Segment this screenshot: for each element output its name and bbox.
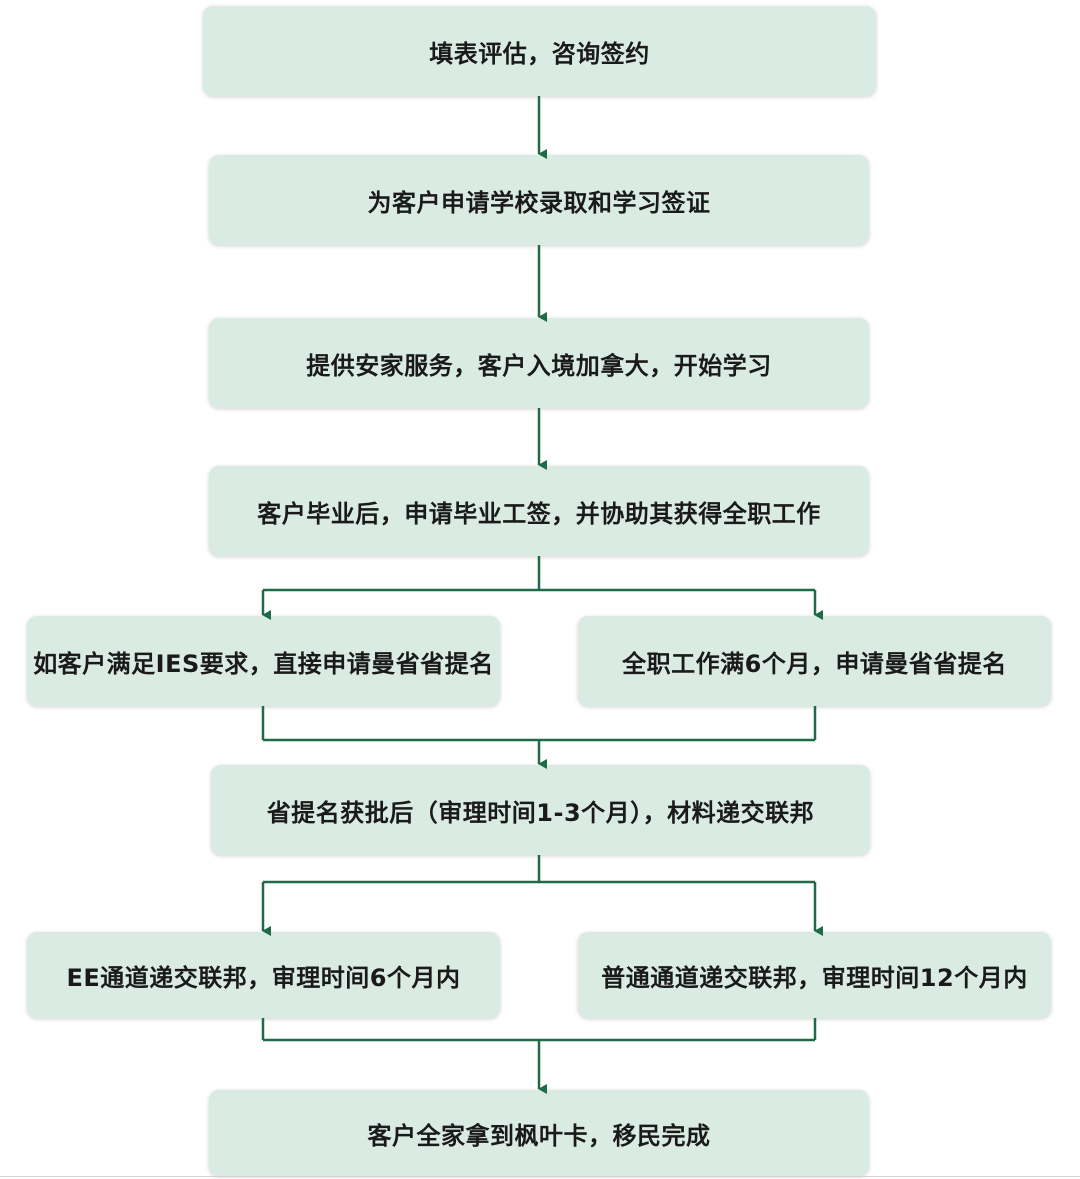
step-ee-channel: EE通道递交联邦，审理时间6个月内 bbox=[27, 932, 500, 1018]
step-pr-complete: 客户全家拿到枫叶卡，移民完成 bbox=[209, 1090, 869, 1176]
step-graduate: 客户毕业后，申请毕业工签，并协助其获得全职工作 bbox=[209, 466, 869, 556]
step-ies-nomination: 如客户满足IES要求，直接申请曼省省提名 bbox=[27, 616, 500, 706]
step-regular-channel: 普通通道递交联邦，审理时间12个月内 bbox=[578, 932, 1051, 1018]
step-apply-school: 为客户申请学校录取和学习签证 bbox=[209, 155, 869, 245]
step-nomination-approved: 省提名获批后（审理时间1-3个月），材料递交联邦 bbox=[211, 765, 870, 855]
step-assess: 填表评估，咨询签约 bbox=[203, 6, 876, 96]
bottom-divider bbox=[0, 1176, 1080, 1177]
step-fulltime-nomination: 全职工作满6个月，申请曼省省提名 bbox=[578, 616, 1051, 706]
step-settle: 提供安家服务，客户入境加拿大，开始学习 bbox=[209, 318, 869, 408]
